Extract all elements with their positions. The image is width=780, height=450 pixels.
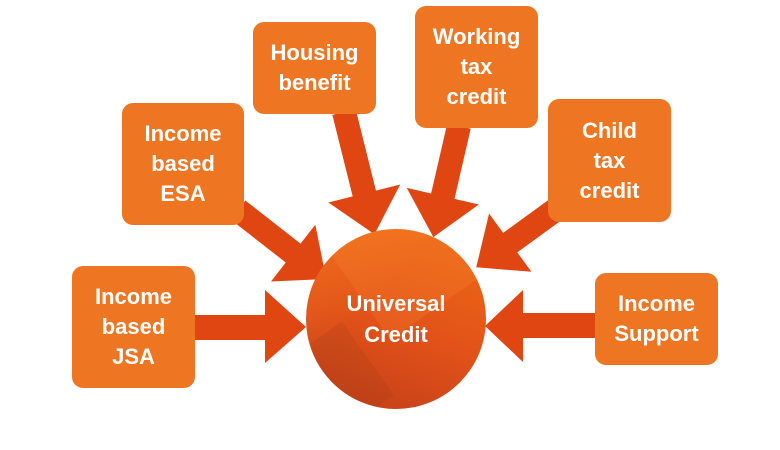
node-label-line: tax [460,54,493,79]
node-label-line: Income [94,284,173,309]
hub-label-line: Credit [364,322,428,347]
arrow-working-tax-to-hub [406,123,479,238]
node-label-line: Support [614,321,699,346]
hub-universal-credit: Universal Credit [306,229,486,409]
arrow-housing-to-hub [328,109,401,235]
node-income-support: Income Support [595,273,718,365]
arrow-income-support-to-hub [485,290,596,362]
node-label-line: Child [581,117,637,143]
node-working-tax-credit: Working tax credit [415,6,538,128]
node-child-tax-credit: Child tax credit [548,99,671,222]
node-label-line: benefit [278,70,351,95]
node-label-line: Working [432,24,521,49]
node-label-line: credit [579,177,640,203]
node-label-line: JSA [112,344,155,369]
node-label-line: Income [617,291,695,316]
node-label-line: credit [446,84,507,109]
arrow-jsa-to-hub [195,290,306,363]
node-label-line: ESA [160,181,206,206]
arrow-child-tax-to-hub [476,195,570,272]
arrow-esa-to-hub [230,200,327,282]
node-income-based-jsa: Income based JSA [72,266,195,388]
node-label-line: based [151,151,215,176]
node-label-line: Housing [270,40,359,65]
node-label-line: tax [593,147,626,173]
node-housing-benefit: Housing benefit [253,22,376,114]
node-label-line: Income [144,121,222,146]
hub-label-line: Universal [346,291,446,316]
node-label-line: based [101,314,166,339]
node-income-based-esa: Income based ESA [122,103,244,225]
